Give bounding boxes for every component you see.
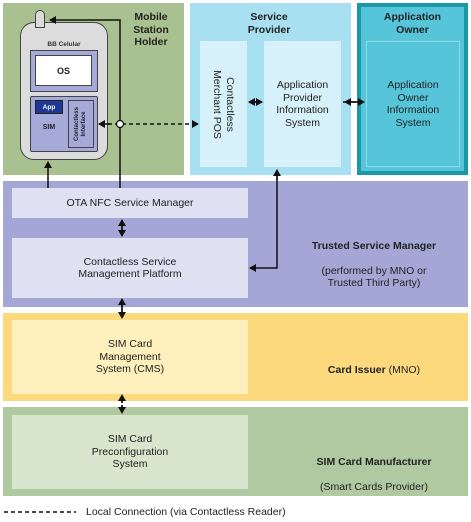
service-provider-title: Service Provider <box>247 11 291 36</box>
phone-sim-label: SIM <box>42 124 56 131</box>
ota-nfc-service-manager-box: OTA NFC Service Manager <box>12 188 248 218</box>
application-provider-info-system-box: Application Provider Information System <box>264 41 341 167</box>
tsm-subtitle: (performed by MNO or Trusted Third Party… <box>321 264 427 290</box>
phone-contactless-interface: Contactless Interface <box>68 100 94 148</box>
contactless-service-management-platform-box: Contactless Service Management Platform <box>12 238 248 298</box>
card-issuer-suffix: (MNO) <box>385 363 421 376</box>
contactless-merchant-pos-box: Contactless Merchant POS <box>200 41 247 167</box>
sim-manufacturer-subtitle: (Smart Cards Provider) <box>320 480 428 493</box>
tsm-title: Trusted Service Manager <box>311 239 437 252</box>
phone-antenna <box>35 10 45 28</box>
phone-screen: OS <box>30 50 98 92</box>
phone-app-chip: App <box>35 100 63 114</box>
sim-card-preconfiguration-system-box: SIM Card Preconfiguration System <box>12 415 248 489</box>
sim-card-management-system-box: SIM Card Management System (CMS) <box>12 320 248 394</box>
application-owner-title: Application Owner <box>383 11 442 36</box>
card-issuer-title: Card Issuer <box>327 363 386 376</box>
phone-os-label: OS <box>56 65 70 76</box>
tsm-label: Trusted Service Manager (performed by MN… <box>282 227 466 302</box>
sim-manufacturer-label: SIM Card Manufacturer (Smart Cards Provi… <box>282 443 466 506</box>
mobile-station-holder-title: Mobile Station Holder <box>133 11 169 48</box>
contactless-merchant-pos-label: Contactless Merchant POS <box>211 69 237 139</box>
card-issuer-label: Card Issuer (MNO) <box>282 351 466 376</box>
legend-local-connection-label: Local Connection (via Contactless Reader… <box>86 506 286 518</box>
application-owner-info-system-box: Application Owner Information System <box>366 41 460 167</box>
sim-manufacturer-title: SIM Card Manufacturer <box>316 455 432 468</box>
phone-brand-label: BB Celular <box>47 41 81 48</box>
contactless-interface-label: Contactless Interface <box>74 106 88 142</box>
phone-app-label: App <box>42 103 56 111</box>
phone-screen-display: OS <box>35 55 92 86</box>
